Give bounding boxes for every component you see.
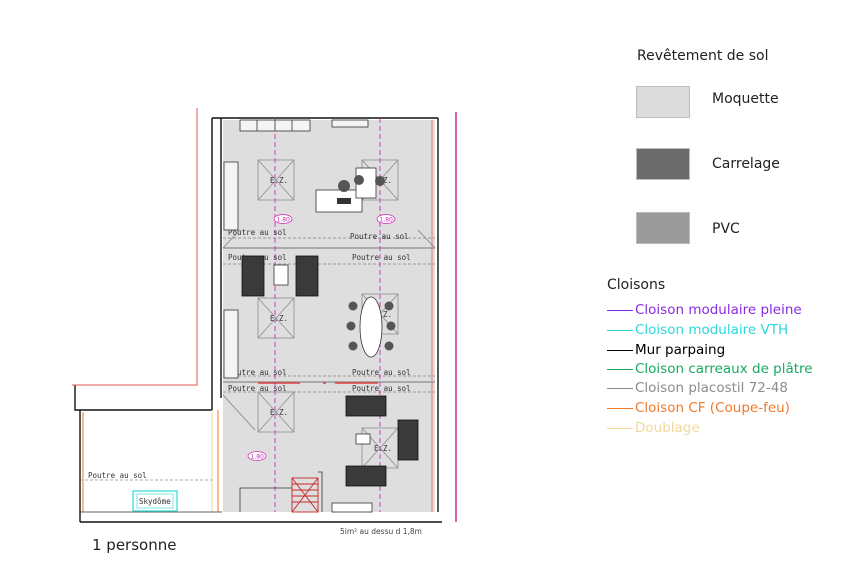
svg-text:Poutre au sol: Poutre au sol (352, 253, 411, 262)
legend-modular-vth: Cloison modulaire VTH (607, 321, 788, 339)
svg-text:Poutre au sol: Poutre au sol (350, 232, 409, 241)
svg-text:E.Z.: E.Z. (270, 314, 288, 323)
legend-placostil: Cloison placostil 72-48 (607, 379, 788, 397)
legend-fire-wall: Cloison CF (Coupe-feu) (607, 399, 790, 417)
legend-text-block-wall: Mur parpaing (635, 342, 726, 358)
skylight: Skydôme (132, 490, 178, 512)
legend-lining: Doublage (607, 419, 700, 437)
legend-block-wall: Mur parpaing (607, 341, 725, 359)
moquette-label: Moquette (712, 91, 779, 107)
svg-text:Poutre au sol: Poutre au sol (228, 228, 287, 237)
grey-partitions (223, 247, 435, 383)
lounge-sofas (241, 255, 319, 297)
svg-text:Poutre au sol: Poutre au sol (88, 471, 147, 480)
bottom-fixture (331, 502, 373, 513)
outer-walls (74, 117, 442, 523)
svg-text:E.Z.: E.Z. (270, 176, 288, 185)
partitions-legend-title: Cloisons (607, 277, 666, 293)
legend-plaster-tiles: Cloison carreaux de plâtre (607, 360, 813, 378)
pvc-label: PVC (712, 221, 740, 237)
top-fixtures (239, 119, 369, 132)
svg-text:Poutre au sol: Poutre au sol (228, 368, 287, 377)
svg-text:Skydôme: Skydôme (139, 497, 171, 506)
staircase (291, 477, 319, 513)
carrelage-swatch (636, 148, 690, 180)
legend-line-fire-wall (607, 407, 633, 409)
cf-outline (72, 108, 198, 386)
svg-text:1.80: 1.80 (380, 217, 394, 224)
legend-line-block-wall (607, 349, 633, 351)
svg-text:Poutre au sol: Poutre au sol (352, 384, 411, 393)
flooring-legend-title: Revêtement de sol (637, 48, 769, 64)
stair-enclosure (239, 471, 323, 512)
legend-modular-solid: Cloison modulaire pleine (607, 301, 802, 319)
area-note: 5im² au dessu d 1,8m (340, 527, 422, 536)
occupancy-caption: 1 personne (92, 536, 177, 554)
meeting-table (346, 296, 396, 358)
legend-text-fire-wall: Cloison CF (Coupe-feu) (635, 400, 790, 416)
moquette-swatch (636, 86, 690, 118)
door-swings (222, 229, 436, 431)
height-tags: 1.80 1.80 1.80 (247, 214, 396, 461)
svg-text:E.Z.: E.Z. (374, 310, 392, 319)
svg-text:E.Z.: E.Z. (374, 444, 392, 453)
legend-text-placostil: Cloison placostil 72-48 (635, 380, 788, 396)
legend-text-lining: Doublage (635, 420, 700, 436)
lower-lounge (345, 395, 419, 487)
pvc-swatch (636, 212, 690, 244)
legend-line-plaster-tiles (607, 368, 633, 370)
legend-line-lining (607, 427, 633, 429)
desk-area (315, 167, 385, 213)
legend-line-modular-vth (607, 329, 633, 331)
svg-text:1.80: 1.80 (277, 217, 291, 224)
legend-line-modular-solid (607, 309, 633, 311)
legend-text-modular-vth: Cloison modulaire VTH (635, 322, 789, 338)
svg-text:Poutre au sol: Poutre au sol (228, 384, 287, 393)
legend-text-modular-solid: Cloison modulaire pleine (635, 302, 802, 318)
svg-text:Poutre au sol: Poutre au sol (352, 368, 411, 377)
carrelage-label: Carrelage (712, 156, 780, 172)
annex-partitions (80, 410, 222, 513)
legend-line-placostil (607, 387, 633, 389)
left-cabinets (223, 161, 239, 379)
svg-text:E.Z.: E.Z. (270, 408, 288, 417)
svg-text:1.80: 1.80 (251, 454, 265, 461)
legend-text-plaster-tiles: Cloison carreaux de plâtre (635, 361, 813, 377)
